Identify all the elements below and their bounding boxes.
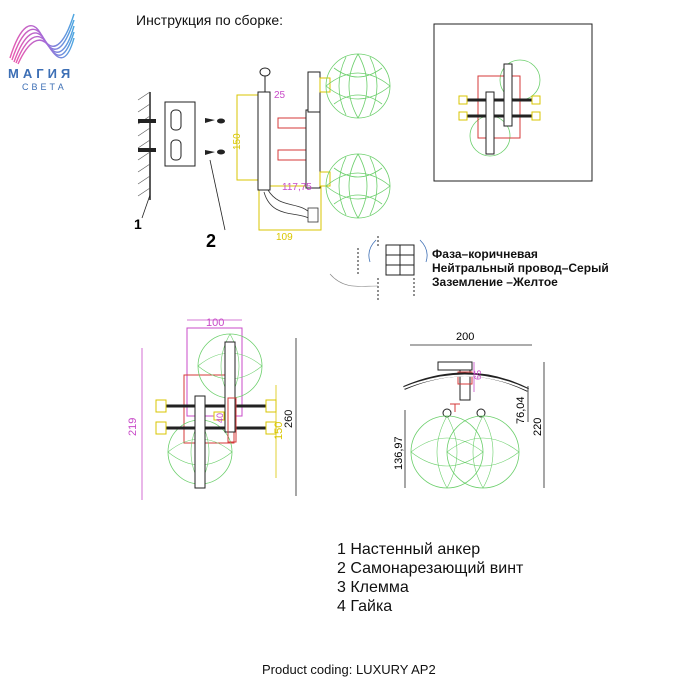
page-title: Инструкция по сборке: bbox=[136, 12, 284, 28]
wiring-ground: Заземление –Желтое bbox=[432, 275, 558, 289]
wire-icon bbox=[263, 189, 319, 223]
callout-2: 2 bbox=[206, 231, 216, 251]
front-view: 100 219 260 150 40 bbox=[127, 317, 297, 500]
dim-109: 109 bbox=[276, 232, 293, 243]
logo-wave-icon bbox=[9, 13, 75, 65]
dim-25: 25 bbox=[274, 90, 286, 101]
legend-item-terminal: 3 Клемма bbox=[337, 579, 409, 596]
logo-wordmark: МАГИЯ bbox=[8, 66, 75, 81]
dim-220: 220 bbox=[532, 418, 544, 436]
dim-65: 65 bbox=[473, 370, 483, 380]
logo-subtitle: СВЕТА bbox=[22, 82, 67, 92]
dim-150-front: 150 bbox=[273, 422, 285, 440]
dim-100: 100 bbox=[206, 317, 224, 329]
dim-136: 136,97 bbox=[393, 436, 405, 470]
side-view: 25 150 117,75 109 1 2 bbox=[134, 53, 391, 251]
screw-icon bbox=[205, 118, 225, 155]
callout-1: 1 bbox=[134, 216, 142, 232]
dim-117: 117,75 bbox=[282, 182, 312, 193]
dim-260: 260 bbox=[283, 410, 295, 428]
dim-200: 200 bbox=[456, 331, 474, 343]
globe-shade-icon bbox=[325, 53, 391, 219]
brand-logo bbox=[6, 6, 78, 102]
product-code: Product coding: LUXURY AP2 bbox=[262, 662, 436, 677]
parts-legend: 1 Настенный анкер 2 Самонарезающий винт … bbox=[337, 540, 523, 616]
wiring-phase: Фаза–коричневая bbox=[432, 247, 538, 261]
terminal-block bbox=[329, 236, 428, 300]
wiring-legend: Фаза–коричневая Нейтральный провод–Серый… bbox=[432, 247, 609, 289]
wall-anchor-icon bbox=[138, 119, 156, 152]
wiring-neutral: Нейтральный провод–Серый bbox=[432, 261, 609, 275]
dim-219: 219 bbox=[127, 418, 139, 436]
elevation-view: 200 65 76,04 220 136,97 bbox=[393, 331, 545, 489]
legend-item-screw: 2 Самонарезающий винт bbox=[337, 560, 524, 577]
legend-item-anchor: 1 Настенный анкер bbox=[337, 541, 481, 558]
dim-150-side: 150 bbox=[232, 133, 243, 150]
inset-view bbox=[433, 23, 593, 182]
dim-76: 76,04 bbox=[515, 396, 527, 424]
legend-item-nut: 4 Гайка bbox=[337, 598, 393, 615]
dim-40: 40 bbox=[215, 413, 225, 423]
